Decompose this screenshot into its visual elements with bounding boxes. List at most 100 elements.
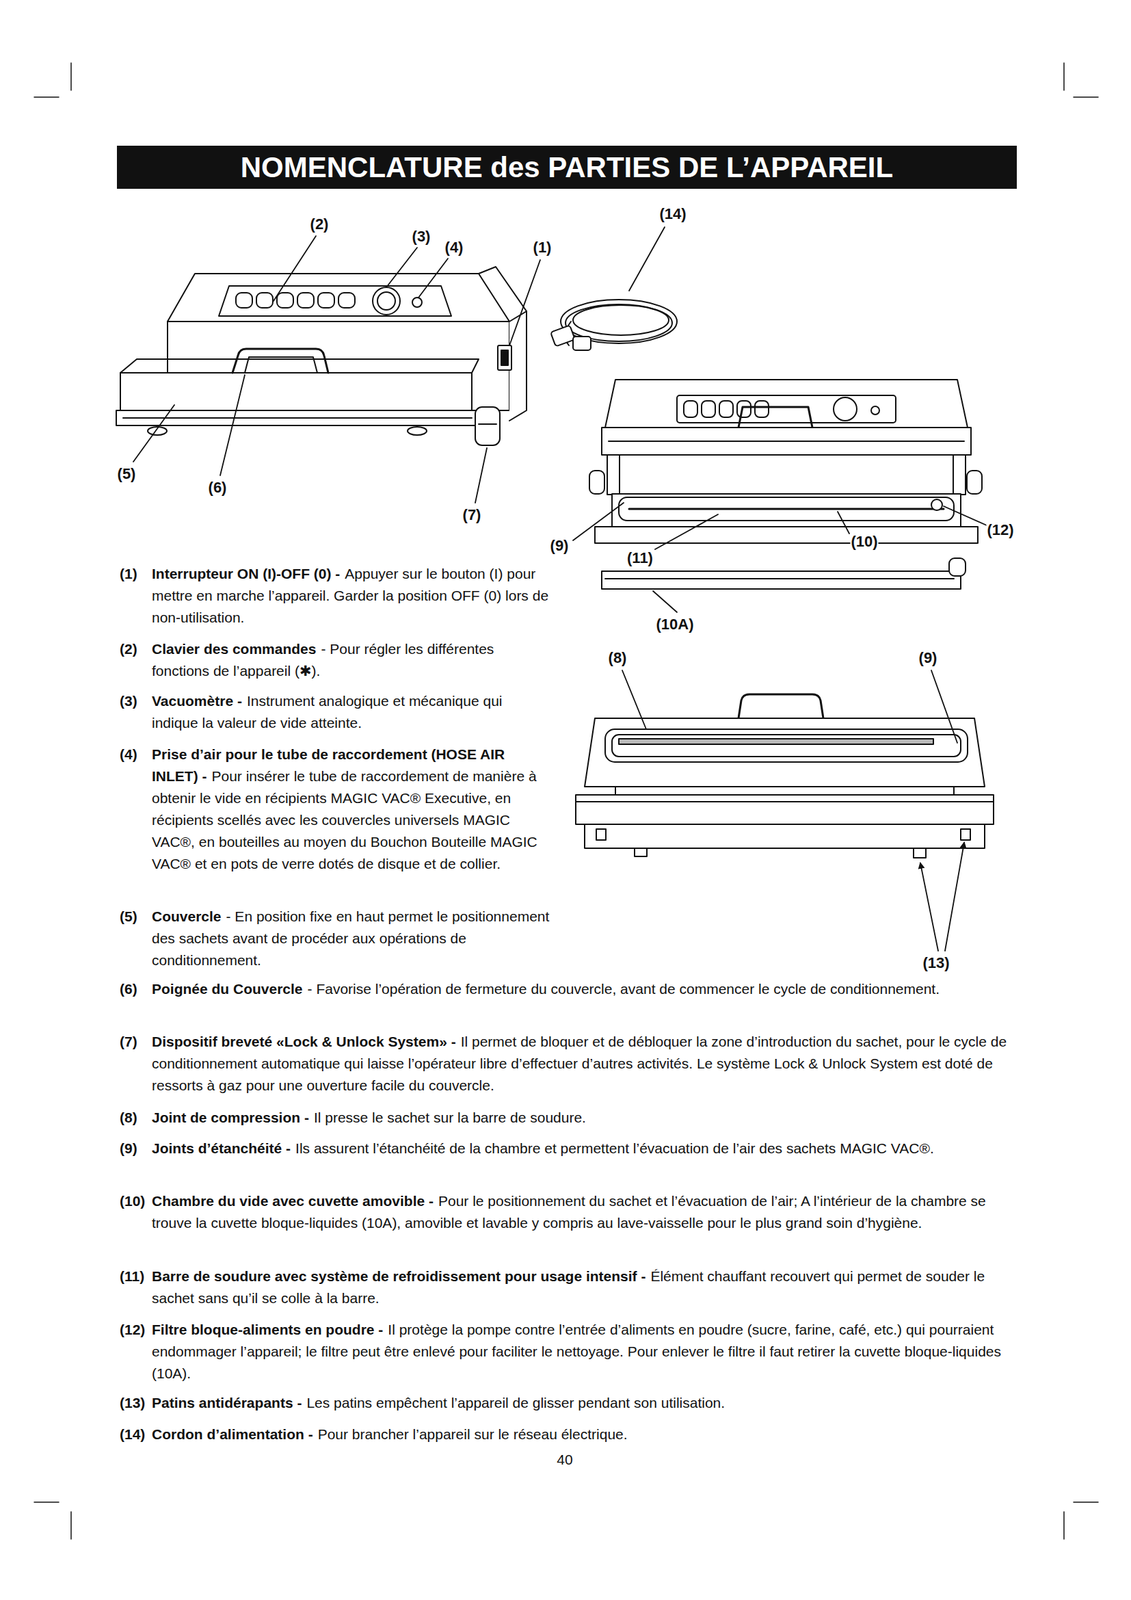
line-art-ellipse	[573, 304, 669, 336]
part-description: (11) Barre de soudure avec système de ref…	[119, 1265, 1017, 1309]
callout-number: (13)	[921, 954, 950, 971]
item-text: Interrupteur ON (I)-OFF (0) -Appuyer sur…	[151, 562, 551, 629]
item-number: (13)	[119, 1391, 145, 1414]
item-text: Couvercle- En position fixe en haut perm…	[151, 905, 551, 971]
part-name: Filtre bloque-aliments en poudre -	[151, 1321, 383, 1337]
callout-number: (10)	[849, 533, 878, 550]
item-number: (8)	[119, 1106, 138, 1129]
callout-number: (8)	[607, 649, 628, 667]
part-name: Joint de compression -	[151, 1109, 310, 1125]
callout-number: (1)	[532, 239, 553, 256]
callout-number: (14)	[658, 205, 687, 223]
line-art-line	[953, 786, 955, 795]
line-art-path	[232, 348, 329, 373]
line-art-rect	[683, 400, 698, 418]
callout-number: (6)	[207, 479, 228, 496]
line-art-line	[273, 235, 316, 301]
item-number: (1)	[119, 562, 138, 585]
item-number: (2)	[119, 637, 138, 660]
line-art-circle	[372, 287, 401, 315]
line-art-rect	[497, 345, 512, 370]
callout-number: (5)	[116, 465, 137, 483]
line-art-path	[605, 379, 968, 428]
part-description: (9) Joints d’étanchéité -Ils assurent l’é…	[119, 1137, 1017, 1160]
line-art-line	[1063, 1511, 1065, 1539]
part-description-text: Pour insérer le tube de raccordement de …	[151, 767, 538, 872]
line-art-g	[235, 292, 355, 308]
item-number: (3)	[119, 689, 138, 712]
line-art-line	[945, 842, 965, 951]
line-art-line	[70, 62, 72, 91]
callout-number: (10A)	[655, 616, 695, 633]
line-art-line	[1073, 1500, 1099, 1503]
line-art-line	[1063, 62, 1065, 91]
item-text: Clavier des commandes- Pour régler les d…	[151, 637, 551, 682]
line-art-path	[575, 794, 994, 824]
line-art-rect	[676, 395, 896, 423]
line-art-rect	[611, 493, 961, 527]
line-art-rect	[607, 454, 620, 495]
item-text: Prise d’air pour le tube de raccordement…	[151, 743, 551, 875]
callout-number: (12)	[986, 521, 1015, 539]
line-art-path	[167, 273, 510, 322]
line-art-path	[244, 356, 318, 373]
line-art-rect	[501, 350, 509, 366]
line-art-line	[943, 506, 987, 526]
line-art-line	[629, 227, 665, 291]
line-art-line	[653, 590, 677, 612]
line-art-rect	[475, 406, 500, 446]
part-description-text: Ils assurent l’étanchéité de la chambre …	[295, 1139, 935, 1156]
line-art-g	[601, 557, 966, 589]
line-art-circle	[931, 499, 943, 511]
line-art-rect	[913, 847, 926, 858]
item-text: Joints d’étanchéité -Ils assurent l’étan…	[151, 1137, 1017, 1160]
line-art-line	[614, 786, 617, 795]
line-art-rect	[953, 454, 966, 495]
callout-number: (9)	[549, 537, 570, 554]
line-art-ellipse	[565, 304, 673, 342]
part-name: Patins antidérapants -	[151, 1394, 302, 1410]
line-art-rect	[596, 828, 606, 840]
line-art-path	[120, 358, 479, 373]
part-name: Joints d’étanchéité -	[151, 1139, 291, 1156]
line-art-line	[70, 1511, 72, 1539]
line-art-rect	[611, 734, 961, 757]
line-art-line	[133, 404, 175, 462]
line-art-rect	[701, 400, 716, 418]
line-art-rect	[949, 557, 966, 576]
line-art-rect	[573, 336, 591, 351]
item-number: (10)	[119, 1189, 145, 1212]
part-description: (8)Joint de compression -Il presse le sa…	[119, 1106, 1017, 1129]
item-number: (11)	[119, 1265, 145, 1287]
callout-number: (11)	[626, 549, 654, 567]
line-art-circle	[833, 397, 857, 421]
line-art-rect	[594, 526, 978, 543]
line-art-line	[931, 670, 958, 743]
part-description: (3)Vacuomètre -Instrument analogique et …	[119, 689, 551, 734]
part-description: (12)Filtre bloque-aliments en poudre -Il…	[119, 1318, 1017, 1385]
line-art-rect	[605, 728, 968, 762]
part-name: Cordon d’alimentation -	[151, 1425, 314, 1442]
item-text: Cordon d’alimentation -Pour brancher l’a…	[151, 1422, 1017, 1445]
part-description: (7)Dispositif breveté «Lock & Unlock Sys…	[119, 1030, 1017, 1097]
line-art-rect	[550, 325, 576, 347]
line-art-path	[738, 406, 813, 428]
line-art-rect	[256, 292, 273, 308]
line-art-path	[584, 717, 985, 787]
line-art-g	[133, 227, 987, 951]
item-text: Chambre du vide avec cuvette amovible -P…	[151, 1189, 1017, 1234]
line-art-circle	[412, 297, 422, 308]
callout-number: (7)	[462, 506, 483, 524]
item-number: (9)	[119, 1137, 138, 1160]
item-text: Patins antidérapants -Les patins empêche…	[151, 1391, 1017, 1414]
item-text: Barre de soudure avec système de refroid…	[151, 1265, 1017, 1309]
part-description: (13) Patins antidérapants -Les patins emp…	[119, 1391, 1017, 1414]
title-band: NOMENCLATURE des PARTIES DE L’APPAREIL	[116, 145, 1017, 189]
line-art-path	[218, 285, 452, 316]
callout-number: (9)	[918, 649, 939, 667]
line-art-rect	[589, 470, 605, 494]
line-art-g	[550, 299, 677, 351]
part-description: (4)Prise d’air pour le tube de raccordem…	[119, 743, 551, 875]
line-art-line	[837, 511, 850, 534]
